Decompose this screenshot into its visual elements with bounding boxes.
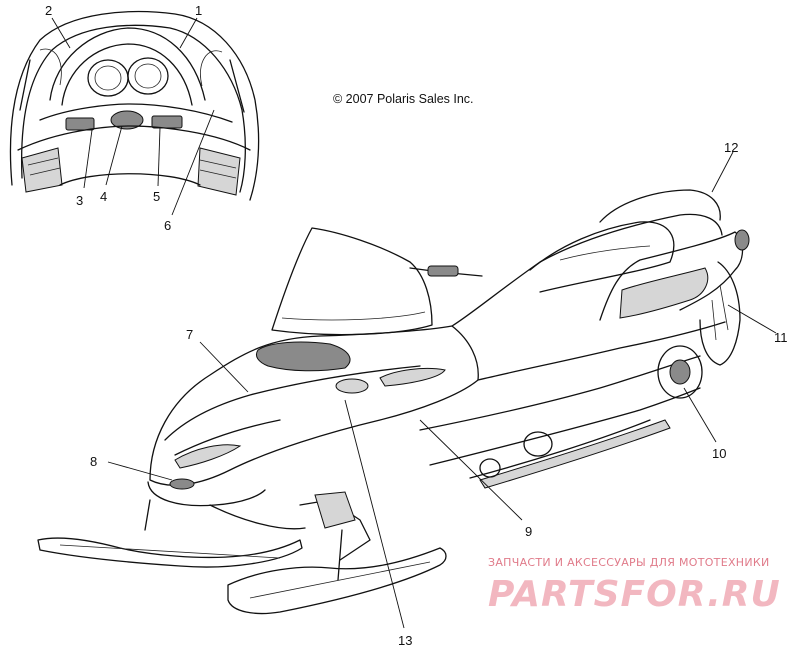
callout-11: 11 xyxy=(774,330,788,345)
watermark: ЗАПЧАСТИ И АКСЕССУАРЫ ДЛЯ МОТОТЕХНИКИ PA… xyxy=(488,556,781,615)
callout-7: 7 xyxy=(186,327,193,342)
main-leader-lines xyxy=(107,151,777,629)
callout-13: 13 xyxy=(398,633,412,648)
watermark-brand: PARTSFOR.RU xyxy=(488,574,781,615)
copyright-text: © 2007 Polaris Sales Inc. xyxy=(333,92,474,106)
callout-8: 8 xyxy=(90,454,97,469)
snowmobile-body xyxy=(37,189,750,615)
watermark-subtitle: ЗАПЧАСТИ И АКСЕССУАРЫ ДЛЯ МОТОТЕХНИКИ xyxy=(488,556,770,569)
callout-9: 9 xyxy=(525,524,532,539)
inset-leader-lines xyxy=(51,17,215,216)
dashboard-inset xyxy=(9,10,260,201)
callout-1: 1 xyxy=(195,3,202,18)
callout-2: 2 xyxy=(45,3,52,18)
callout-3: 3 xyxy=(76,193,83,208)
callout-5: 5 xyxy=(153,189,160,204)
callout-4: 4 xyxy=(100,189,107,204)
callout-10: 10 xyxy=(712,446,726,461)
callout-6: 6 xyxy=(164,218,171,233)
callout-12: 12 xyxy=(724,140,738,155)
callout-numbers: 2 1 3 4 5 6 7 8 9 10 11 12 13 xyxy=(45,3,788,648)
